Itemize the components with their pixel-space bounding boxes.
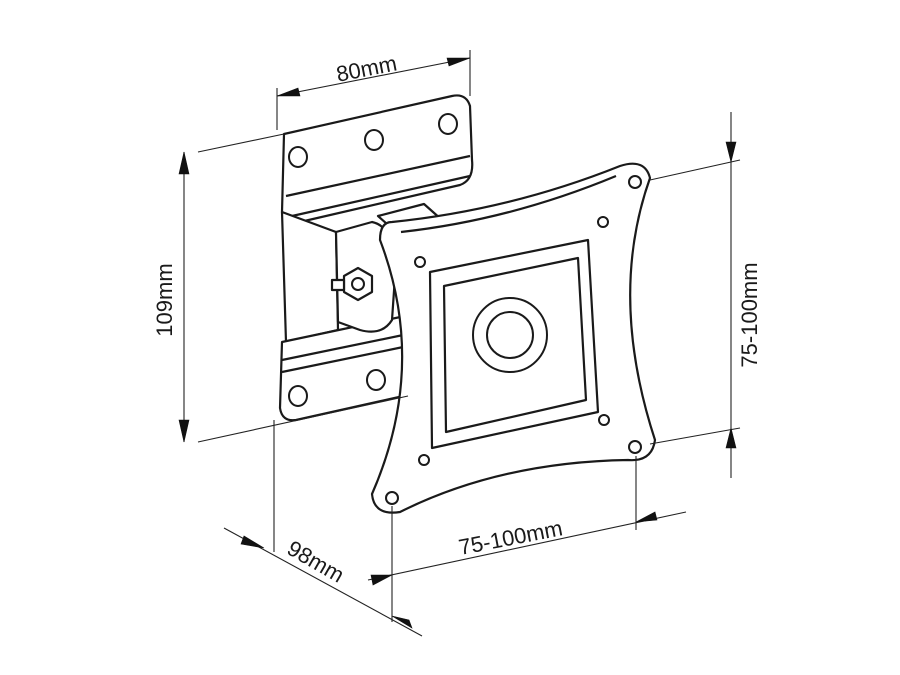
dimension-label-bottom: 75-100mm xyxy=(457,515,565,560)
dimension-label-right: 75-100mm xyxy=(737,262,762,367)
mount-hole xyxy=(366,369,386,391)
vesa-plate xyxy=(370,162,657,514)
mount-hole xyxy=(288,146,308,168)
dimension-label-depth: 98mm xyxy=(283,535,348,587)
vesa-hole xyxy=(598,414,610,426)
dimension-right-height: 75-100mm xyxy=(649,112,762,478)
dimension-left-height: 109mm xyxy=(152,133,409,443)
mount-hole xyxy=(288,385,308,407)
dimension-label-left: 109mm xyxy=(152,263,177,336)
vesa-hole xyxy=(628,440,642,454)
mount-hole xyxy=(438,113,458,135)
mount-hole xyxy=(364,129,384,151)
vesa-hole xyxy=(414,256,426,268)
vesa-hole xyxy=(597,216,609,228)
vesa-hole xyxy=(385,491,399,505)
vesa-hole xyxy=(628,175,642,189)
wall-plate xyxy=(278,94,474,422)
dimension-label-top: 80mm xyxy=(334,51,399,87)
vesa-hole xyxy=(418,454,430,466)
